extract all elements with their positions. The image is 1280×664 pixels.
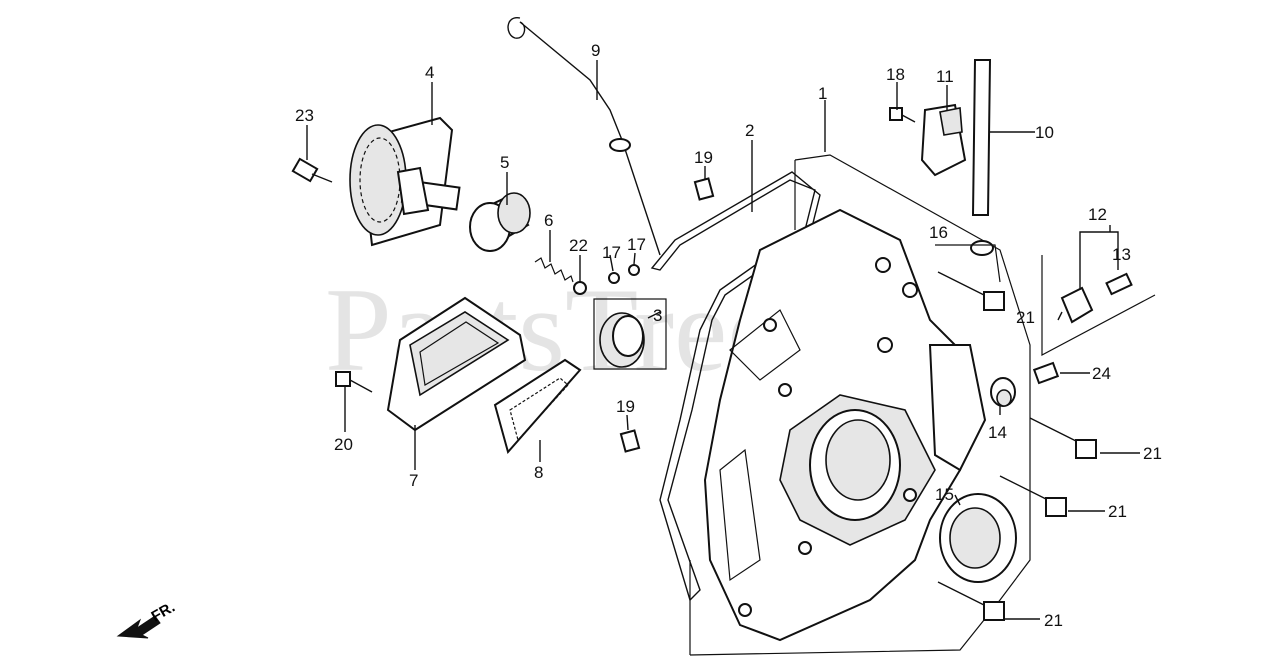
callout-18: 18 xyxy=(886,65,905,84)
part-19-dowel-b xyxy=(619,429,641,453)
callout-19a: 19 xyxy=(694,148,713,167)
part-21-bolt-a xyxy=(937,271,1005,311)
part-6-spring xyxy=(534,257,574,283)
callout-16: 16 xyxy=(929,223,948,242)
part-12-oil-switch xyxy=(1057,286,1094,324)
part-20-bolt xyxy=(335,371,373,393)
part-23-bolt xyxy=(291,157,333,183)
part-2-gasket xyxy=(650,171,821,602)
callout-21c: 21 xyxy=(1108,502,1127,521)
leader-lines xyxy=(306,60,1140,620)
part-8-filter xyxy=(493,358,582,455)
callout-8: 8 xyxy=(534,463,543,482)
group-bracket-16 xyxy=(935,244,1001,283)
callout-22: 22 xyxy=(569,236,588,255)
callout-1: 1 xyxy=(818,84,827,103)
callout-4: 4 xyxy=(425,63,434,82)
part-10-rod xyxy=(971,59,992,216)
callout-21d: 21 xyxy=(1044,611,1063,630)
part-21-bolt-c xyxy=(999,475,1067,517)
callout-14: 14 xyxy=(988,423,1007,442)
part-11-clip xyxy=(920,103,967,177)
part-16-washer xyxy=(970,240,994,256)
callout-9: 9 xyxy=(591,41,600,60)
part-17-oring-a xyxy=(608,272,620,284)
group-bracket-12-13 xyxy=(1041,255,1156,356)
part-4-oil-pump-gear xyxy=(349,116,461,247)
callout-3: 3 xyxy=(653,306,662,325)
callout-19b: 19 xyxy=(616,397,635,416)
callout-12: 12 xyxy=(1088,205,1107,224)
callout-10: 10 xyxy=(1035,123,1054,142)
callout-20: 20 xyxy=(334,435,353,454)
part-22-ball xyxy=(573,281,587,295)
callout-23: 23 xyxy=(295,106,314,125)
part-17-oring-b xyxy=(628,264,640,276)
callout-2: 2 xyxy=(745,121,754,140)
part-21-bolt-b xyxy=(1029,417,1097,459)
callout-24: 24 xyxy=(1092,364,1111,383)
part-7-breather-cover xyxy=(386,296,527,432)
part-19-dowel-a xyxy=(693,177,715,201)
callout-21a: 21 xyxy=(1016,308,1035,327)
part-21-bolt-d xyxy=(937,581,1005,621)
callout-7: 7 xyxy=(409,471,418,490)
part-15-oil-seal xyxy=(939,493,1017,583)
part-3-bearing xyxy=(593,298,667,370)
callout-21b: 21 xyxy=(1143,444,1162,463)
part-24-plug xyxy=(1032,361,1060,385)
part-1-crankcase-cover xyxy=(689,154,1031,656)
part-9-dipstick xyxy=(507,17,661,256)
callout-15: 15 xyxy=(935,485,954,504)
part-18-bolt xyxy=(889,107,916,123)
callout-6: 6 xyxy=(544,211,553,230)
front-direction-arrow-icon xyxy=(116,615,161,639)
part-13-fitting xyxy=(1105,272,1133,296)
callout-17b: 17 xyxy=(627,235,646,254)
part-5-rotor xyxy=(469,192,531,252)
callout-5: 5 xyxy=(500,153,509,172)
callout-17a: 17 xyxy=(602,243,621,262)
part-14-plug xyxy=(990,377,1016,407)
callout-11: 11 xyxy=(936,67,954,86)
callout-13: 13 xyxy=(1112,245,1131,264)
